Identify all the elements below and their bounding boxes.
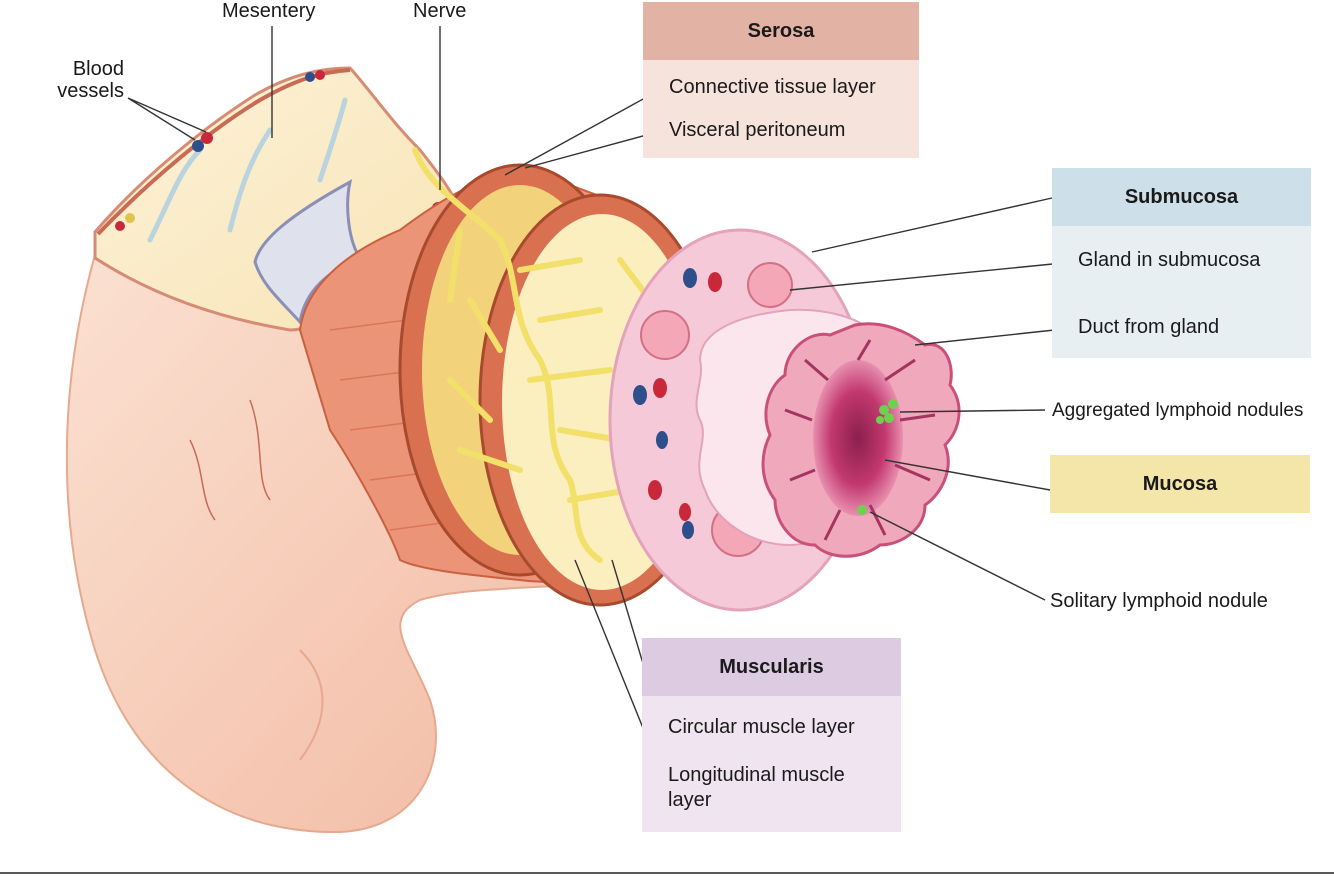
aggregated-lymphoid-nodules-dots (876, 399, 898, 424)
muscularis-item-longitudinal-line2: layer (668, 789, 712, 811)
serosa-title: Serosa (643, 2, 919, 60)
serosa-item-connective-tissue: Connective tissue layer (669, 76, 876, 98)
muscularis-item-circular: Circular muscle layer (668, 716, 855, 738)
serosa-item-visceral-peritoneum: Visceral peritoneum (669, 119, 846, 141)
submucosa-title: Submucosa (1052, 168, 1311, 226)
muscularis-box: Muscularis Circular muscle layer Longitu… (642, 638, 901, 832)
mucosa-box: Mucosa (1050, 455, 1310, 513)
mesentery-label: Mesentery (222, 0, 316, 22)
solitary-lymphoid-nodule-dot (857, 505, 867, 515)
nerve-label: Nerve (413, 0, 467, 22)
muscularis-item-longitudinal-line1: Longitudinal muscle (668, 764, 845, 786)
blood-vessels-label: Blood vessels (50, 58, 124, 102)
solitary-lymphoid-nodule-label: Solitary lymphoid nodule (1050, 590, 1268, 612)
submucosa-item-duct: Duct from gland (1078, 316, 1220, 338)
serosa-box: Serosa Connective tissue layer Visceral … (643, 2, 919, 158)
blood-vessels-label-line2: vessels (57, 80, 124, 102)
muscularis-title: Muscularis (642, 638, 901, 696)
aggregated-lymphoid-nodules-label: Aggregated lymphoid nodules (1052, 400, 1304, 421)
bottom-divider (0, 872, 1334, 874)
submucosa-item-gland: Gland in submucosa (1078, 249, 1261, 271)
mucosa-title: Mucosa (1142, 472, 1218, 495)
submucosa-box: Submucosa Gland in submucosa Duct from g… (1052, 168, 1311, 358)
blood-vessels-label-line1: Blood (72, 58, 124, 80)
